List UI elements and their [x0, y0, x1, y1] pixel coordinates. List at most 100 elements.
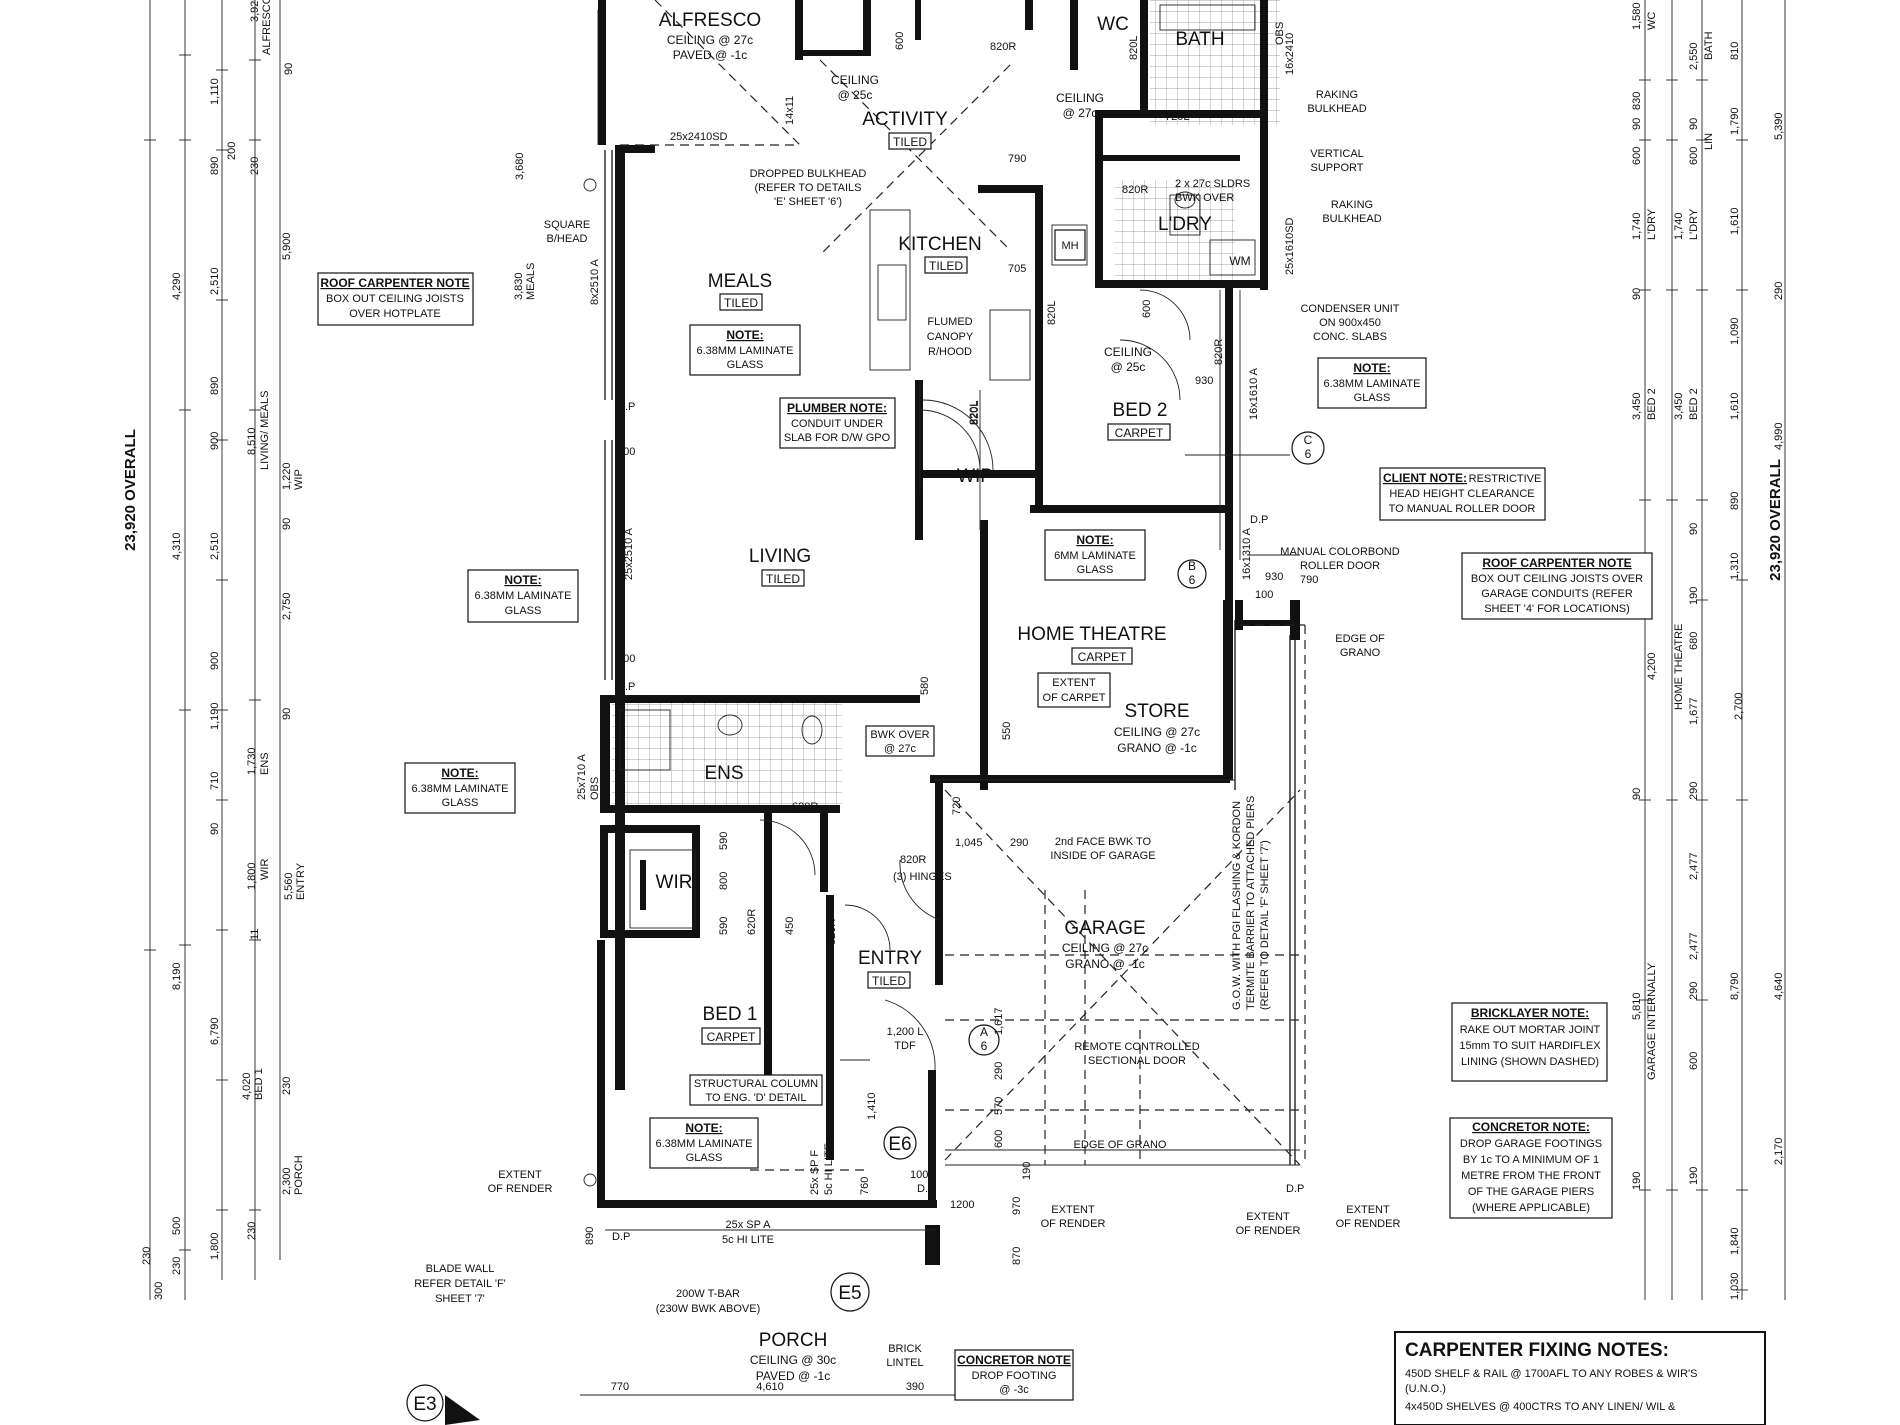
svg-text:790: 790	[1300, 574, 1318, 586]
svg-text:590: 590	[718, 832, 730, 850]
svg-text:OBS: OBS	[589, 777, 601, 800]
svg-text:FLUMED: FLUMED	[927, 316, 972, 328]
svg-text:580: 580	[919, 677, 931, 695]
svg-text:CONC. SLABS: CONC. SLABS	[1313, 331, 1387, 343]
svg-text:90: 90	[1631, 788, 1643, 800]
svg-text:5,810: 5,810	[1631, 992, 1643, 1020]
svg-text:BY 1c TO A MINIMUM OF 1: BY 1c TO A MINIMUM OF 1	[1463, 1154, 1599, 1166]
svg-text:C: C	[1304, 433, 1313, 447]
svg-text:25x SP A: 25x SP A	[725, 1219, 771, 1231]
appliance-wm: WM	[1229, 254, 1250, 268]
svg-text:900: 900	[209, 432, 221, 450]
elevation-marker-e3	[406, 1384, 444, 1422]
svg-text:NOTE:: NOTE:	[685, 1121, 722, 1135]
svg-text:OF RENDER: OF RENDER	[488, 1183, 553, 1195]
svg-text:1,840: 1,840	[1729, 1227, 1741, 1255]
svg-text:4x450D SHELVES @ 400CTRS TO AN: 4x450D SHELVES @ 400CTRS TO ANY LINEN/ W…	[1405, 1401, 1676, 1413]
svg-text:90: 90	[281, 518, 293, 530]
svg-text:BED 2: BED 2	[1646, 388, 1658, 420]
svg-text:(REFER TO DETAILS: (REFER TO DETAILS	[755, 182, 862, 194]
svg-text:RESTRICTIVE: RESTRICTIVE	[1469, 473, 1542, 485]
svg-text:EXTENT: EXTENT	[1052, 677, 1096, 689]
svg-text:90: 90	[283, 63, 295, 75]
room-wip: WIP	[957, 466, 993, 487]
svg-text:4,990: 4,990	[1773, 422, 1785, 450]
svg-text:SLAB FOR D/W GPO: SLAB FOR D/W GPO	[784, 432, 891, 444]
svg-text:600: 600	[1141, 300, 1153, 318]
svg-text:TILED: TILED	[766, 572, 800, 586]
note-boxes: ROOF CARPENTER NOTE BOX OUT CEILING JOIS…	[317, 272, 1766, 1425]
svg-text:GLASS: GLASS	[505, 605, 542, 617]
note-bed2-glass: NOTE: 6.38MM LAMINATE GLASS	[1317, 357, 1427, 409]
svg-text:5,900: 5,900	[281, 232, 293, 260]
svg-text:4,610: 4,610	[756, 1381, 784, 1393]
svg-text:930: 930	[1265, 571, 1283, 583]
svg-text:EDGE OF GRANO: EDGE OF GRANO	[1074, 1139, 1167, 1151]
svg-text:90: 90	[1631, 118, 1643, 130]
svg-text:820R: 820R	[826, 919, 838, 945]
svg-text:4,290: 4,290	[171, 272, 183, 300]
svg-text:CONCRETOR NOTE:: CONCRETOR NOTE:	[1472, 1120, 1590, 1134]
svg-text:1,740: 1,740	[1631, 212, 1643, 240]
room-kitchen: KITCHEN	[898, 234, 981, 255]
svg-text:RAKE OUT MORTAR JOINT: RAKE OUT MORTAR JOINT	[1460, 1024, 1601, 1036]
svg-text:290: 290	[1773, 282, 1785, 300]
svg-text:E6: E6	[888, 1134, 911, 1155]
svg-text:1,610: 1,610	[1729, 392, 1741, 420]
svg-text:2,170: 2,170	[1773, 1137, 1785, 1165]
svg-text:25x710 A: 25x710 A	[576, 753, 588, 800]
svg-text:DROP FOOTING: DROP FOOTING	[972, 1370, 1057, 1382]
svg-text:3,920: 3,920	[249, 0, 261, 22]
room-living: LIVING	[749, 546, 811, 567]
svg-text:890: 890	[209, 377, 221, 395]
svg-text:1,110: 1,110	[209, 78, 221, 105]
svg-text:BED 2: BED 2	[1688, 388, 1700, 420]
svg-text:290: 290	[1010, 837, 1028, 849]
section-markers: C 6 B 6 A 6 E6 E5 E3	[406, 431, 1325, 1425]
svg-text:600: 600	[1631, 147, 1643, 165]
svg-text:ALFRESCO: ALFRESCO	[261, 0, 273, 55]
svg-text:230: 230	[281, 1077, 293, 1095]
svg-text:PORCH: PORCH	[293, 1155, 305, 1195]
svg-text:CARPENTER FIXING NOTES:: CARPENTER FIXING NOTES:	[1405, 1340, 1669, 1361]
svg-text:LIVING/ MEALS: LIVING/ MEALS	[259, 391, 271, 470]
svg-text:600: 600	[894, 32, 906, 50]
svg-text:TO ENG. 'D' DETAIL: TO ENG. 'D' DETAIL	[706, 1092, 807, 1104]
svg-text:890: 890	[584, 1227, 596, 1245]
svg-text:290: 290	[993, 1062, 1005, 1080]
svg-text:LIN: LIN	[1703, 133, 1715, 150]
svg-text:1,090: 1,090	[1729, 317, 1741, 345]
svg-text:190: 190	[1688, 587, 1700, 605]
svg-text:4,310: 4,310	[171, 532, 183, 560]
svg-text:90: 90	[1631, 288, 1643, 300]
svg-text:EXTENT: EXTENT	[1346, 1204, 1390, 1216]
svg-text:NOTE:: NOTE:	[441, 766, 478, 780]
elevation-marker-e6	[883, 1126, 917, 1160]
svg-text:820R: 820R	[990, 41, 1016, 53]
svg-text:GRANO: GRANO	[1340, 647, 1381, 659]
svg-text:2,700: 2,700	[1733, 692, 1745, 720]
svg-text:1,740: 1,740	[1673, 212, 1685, 240]
svg-text:8,190: 8,190	[171, 962, 183, 990]
linework	[583, 0, 1306, 1231]
svg-text:G.O.W. WITH PGI FLASHING & KOR: G.O.W. WITH PGI FLASHING & KORDON	[1231, 801, 1243, 1010]
svg-text:(WHERE APPLICABLE): (WHERE APPLICABLE)	[1472, 1202, 1590, 1214]
room-wc: WC	[1097, 14, 1129, 35]
svg-text:SQUARE: SQUARE	[544, 219, 590, 231]
svg-text:D.P: D.P	[917, 1183, 935, 1195]
svg-text:820L: 820L	[1128, 36, 1140, 60]
svg-text:200W T-BAR: 200W T-BAR	[676, 1288, 740, 1300]
svg-text:CANOPY: CANOPY	[927, 331, 974, 343]
note-meals-glass: NOTE: 6.38MM LAMINATE GLASS	[689, 324, 801, 376]
section-marker-c6	[1291, 431, 1325, 465]
svg-text:810: 810	[1729, 42, 1741, 60]
svg-text:680: 680	[1688, 632, 1700, 650]
svg-text:6: 6	[1189, 573, 1196, 587]
svg-text:25x1610SD: 25x1610SD	[1284, 217, 1296, 275]
svg-text:3,450: 3,450	[1673, 392, 1685, 420]
svg-text:600: 600	[1688, 1052, 1700, 1070]
svg-text:@ 25c: @ 25c	[1111, 360, 1146, 374]
svg-text:1,800: 1,800	[246, 862, 258, 890]
room-entry: ENTRY	[858, 948, 922, 969]
svg-text:PAVED @ -1c: PAVED @ -1c	[673, 48, 747, 62]
